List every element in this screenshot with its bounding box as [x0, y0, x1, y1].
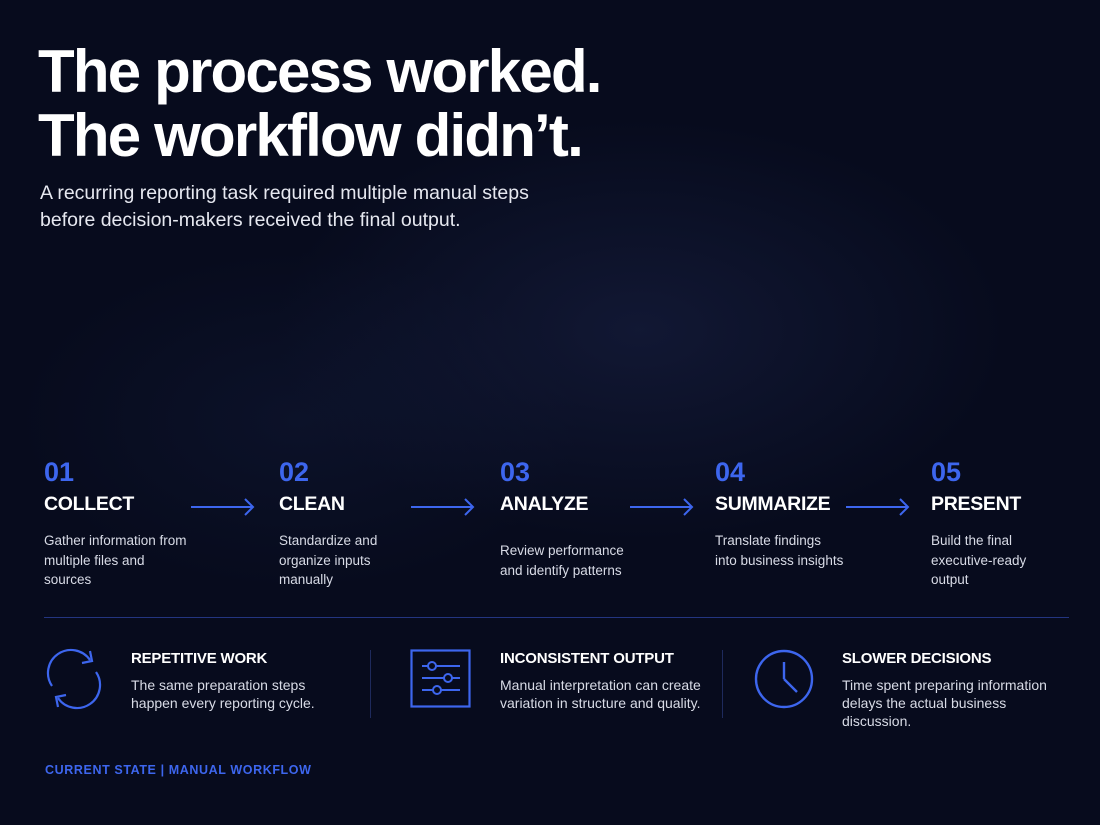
- footer-label: CURRENT STATE | MANUAL WORKFLOW: [45, 763, 312, 777]
- step-title: ANALYZE: [500, 493, 589, 515]
- issue-description: Time spent preparing information delays …: [842, 677, 1047, 729]
- clock-icon: [754, 649, 814, 709]
- step-description: Review performance and identify patterns: [500, 543, 624, 578]
- headline-line-1: The process worked.: [38, 38, 602, 105]
- step-title: COLLECT: [44, 493, 134, 515]
- step-number: 02: [279, 457, 310, 487]
- sliders-icon: [410, 649, 471, 708]
- arrow-right-icon: [191, 498, 255, 516]
- column-separator: [370, 650, 371, 718]
- workflow-step-summarize: 04 SUMMARIZE Translate findings into bus…: [715, 456, 845, 570]
- step-description: Standardize and organize inputs manually: [279, 533, 378, 587]
- step-number: 01: [44, 457, 75, 487]
- arrow-right-icon: [630, 498, 694, 516]
- headline: The process worked. The workflow didn’t.: [38, 38, 602, 169]
- step-title: SUMMARIZE: [715, 493, 831, 515]
- step-title: PRESENT: [931, 493, 1022, 515]
- issue-description: The same preparation steps happen every …: [131, 677, 315, 711]
- issue-title: REPETITIVE WORK: [131, 650, 268, 667]
- issue-description: Manual interpretation can create variati…: [500, 677, 701, 711]
- step-number: 05: [931, 457, 962, 487]
- arrow-right-icon: [411, 498, 475, 516]
- refresh-cycle-icon: [46, 648, 102, 710]
- workflow-step-clean: 02 CLEAN Standardize and organize inputs…: [279, 456, 404, 590]
- workflow-step-present: 05 PRESENT Build the final executive-rea…: [931, 456, 1061, 590]
- workflow-step-collect: 01 COLLECT Gather information from multi…: [44, 456, 194, 590]
- step-number: 04: [715, 457, 746, 487]
- step-number: 03: [500, 457, 531, 487]
- section-divider: [44, 617, 1069, 618]
- step-description: Build the final executive-ready output: [931, 533, 1027, 587]
- arrow-right-icon: [846, 498, 910, 516]
- issue-title: SLOWER DECISIONS: [842, 650, 992, 667]
- headline-line-2: The workflow didn’t.: [38, 102, 584, 169]
- column-separator: [722, 650, 723, 718]
- step-description: Translate findings into business insight…: [715, 533, 844, 568]
- subtitle: A recurring reporting task required mult…: [40, 182, 529, 231]
- step-title: CLEAN: [279, 493, 345, 515]
- issue-title: INCONSISTENT OUTPUT: [500, 650, 674, 667]
- step-description: Gather information from multiple files a…: [44, 533, 187, 587]
- workflow-step-analyze: 03 ANALYZE Review performance and identi…: [500, 456, 650, 580]
